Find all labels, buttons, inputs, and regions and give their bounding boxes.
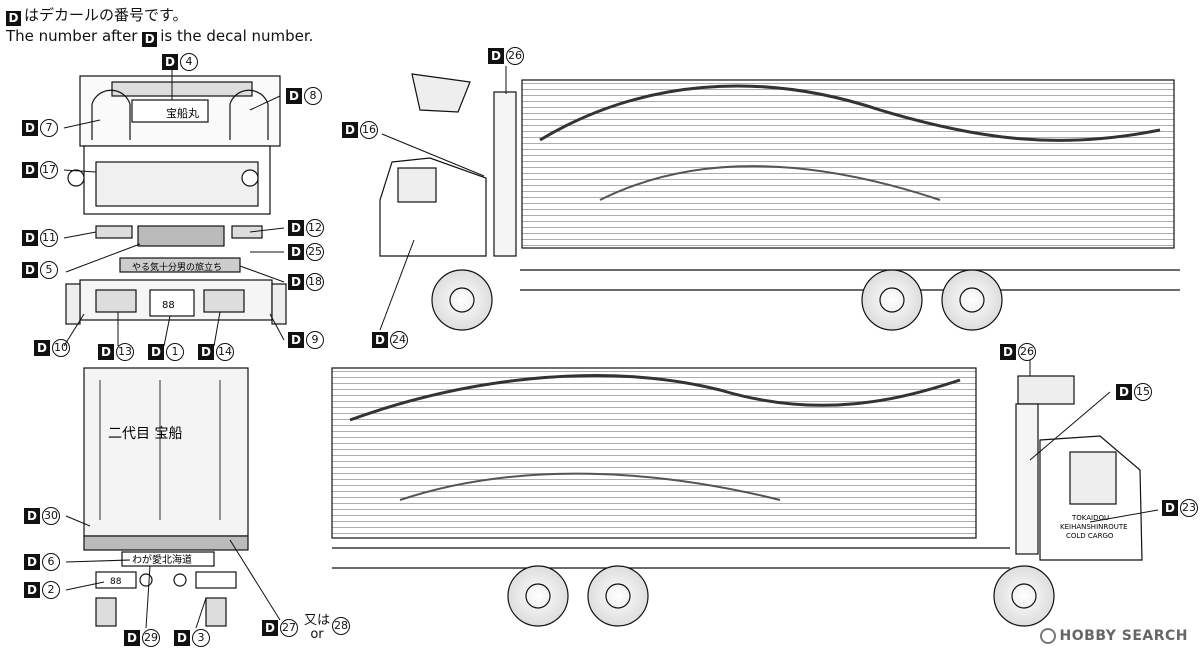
front-roof-text: 宝船丸 bbox=[166, 106, 199, 120]
decal-d-box: D bbox=[6, 11, 21, 26]
side-view-left bbox=[331, 367, 1143, 627]
front-plate-text: 88 bbox=[162, 300, 175, 311]
rear-view bbox=[83, 367, 249, 627]
leader-lines bbox=[63, 66, 1159, 629]
decal-d-box: D bbox=[142, 32, 158, 47]
rear-plate-text: 88 bbox=[110, 577, 122, 587]
callout-decal-28: 28 bbox=[332, 616, 350, 636]
rear-door-text: 二代目 宝船 bbox=[108, 426, 182, 442]
side-view-right bbox=[379, 73, 1180, 331]
side-cab-text-1: TOKAIDOU bbox=[1071, 514, 1109, 522]
side-cab-text-3: COLD CARGO bbox=[1066, 532, 1114, 540]
hobby-search-logo-icon bbox=[1039, 628, 1056, 644]
side-cab-text-2: KEIHANSHINROUTE bbox=[1060, 523, 1128, 531]
rear-bumper-text: わが愛北海道 bbox=[132, 553, 192, 566]
front-view bbox=[65, 75, 287, 325]
front-slogan-text: やる気十分男の旅立ち bbox=[132, 261, 222, 273]
or-label: 又は or bbox=[304, 613, 331, 642]
watermark: HOBBY SEARCH bbox=[1039, 628, 1188, 644]
